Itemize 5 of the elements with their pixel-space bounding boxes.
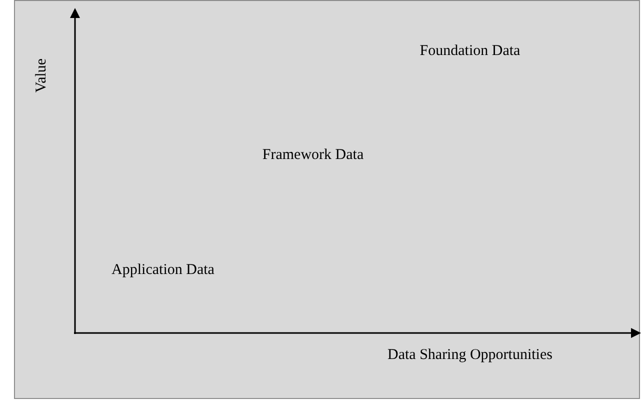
region-label: Framework Data — [261, 146, 365, 164]
axis-title: Value — [32, 56, 50, 94]
region-label: Foundation Data — [418, 42, 522, 60]
axis-title: Data Sharing Opportunities — [386, 346, 554, 364]
region-label: Application Data — [110, 260, 216, 280]
